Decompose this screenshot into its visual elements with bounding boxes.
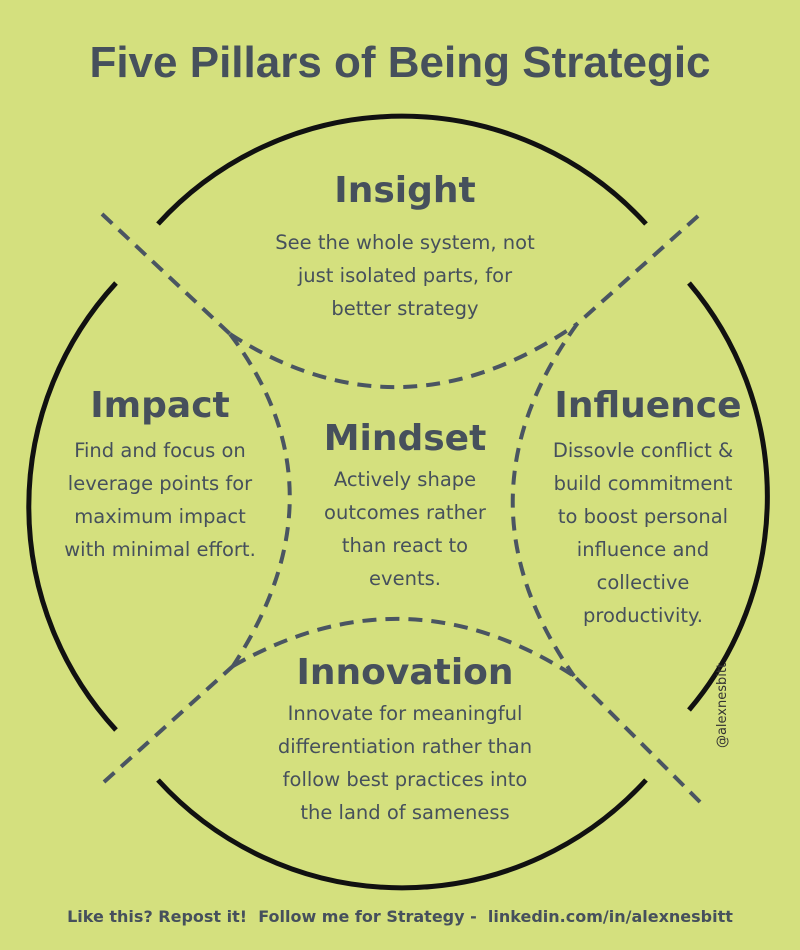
outer-arc-bottom (156, 778, 648, 891)
innovation-text: Innovate for meaningful differentiation … (277, 702, 533, 824)
diagonal-lower-left (102, 664, 235, 784)
page-title: Five Pillars of Being Strategic (89, 38, 711, 87)
dashed-curve-top (228, 322, 579, 389)
influence-text: Dissovle conflict & build commitment to … (552, 439, 734, 627)
mindset-text: Actively shape outcomes rather than reac… (324, 468, 486, 590)
insight-heading: Insight (334, 170, 476, 211)
innovation-heading: Innovation (296, 652, 514, 693)
dashed-curve-bottom (232, 617, 576, 678)
impact-heading: Impact (90, 385, 230, 426)
mindset-heading: Mindset (323, 418, 487, 459)
impact-text: Find and focus on leverage points for ma… (64, 439, 256, 561)
author-handle: @alexnesbitt (714, 662, 730, 749)
diagonal-upper-left (100, 212, 232, 336)
influence-heading: Influence (554, 385, 742, 426)
insight-text: See the whole system, not just isolated … (275, 231, 535, 320)
outer-arc-top (156, 113, 648, 226)
footer-cta: Like this? Repost it! Follow me for Stra… (67, 907, 733, 926)
outer-arc-left (26, 281, 118, 732)
outer-arc-right (687, 281, 770, 712)
dashed-curve-right (510, 322, 579, 678)
diagonal-upper-right (575, 214, 700, 326)
diagonal-lower-right (572, 674, 702, 804)
dashed-curve-left (228, 332, 292, 668)
